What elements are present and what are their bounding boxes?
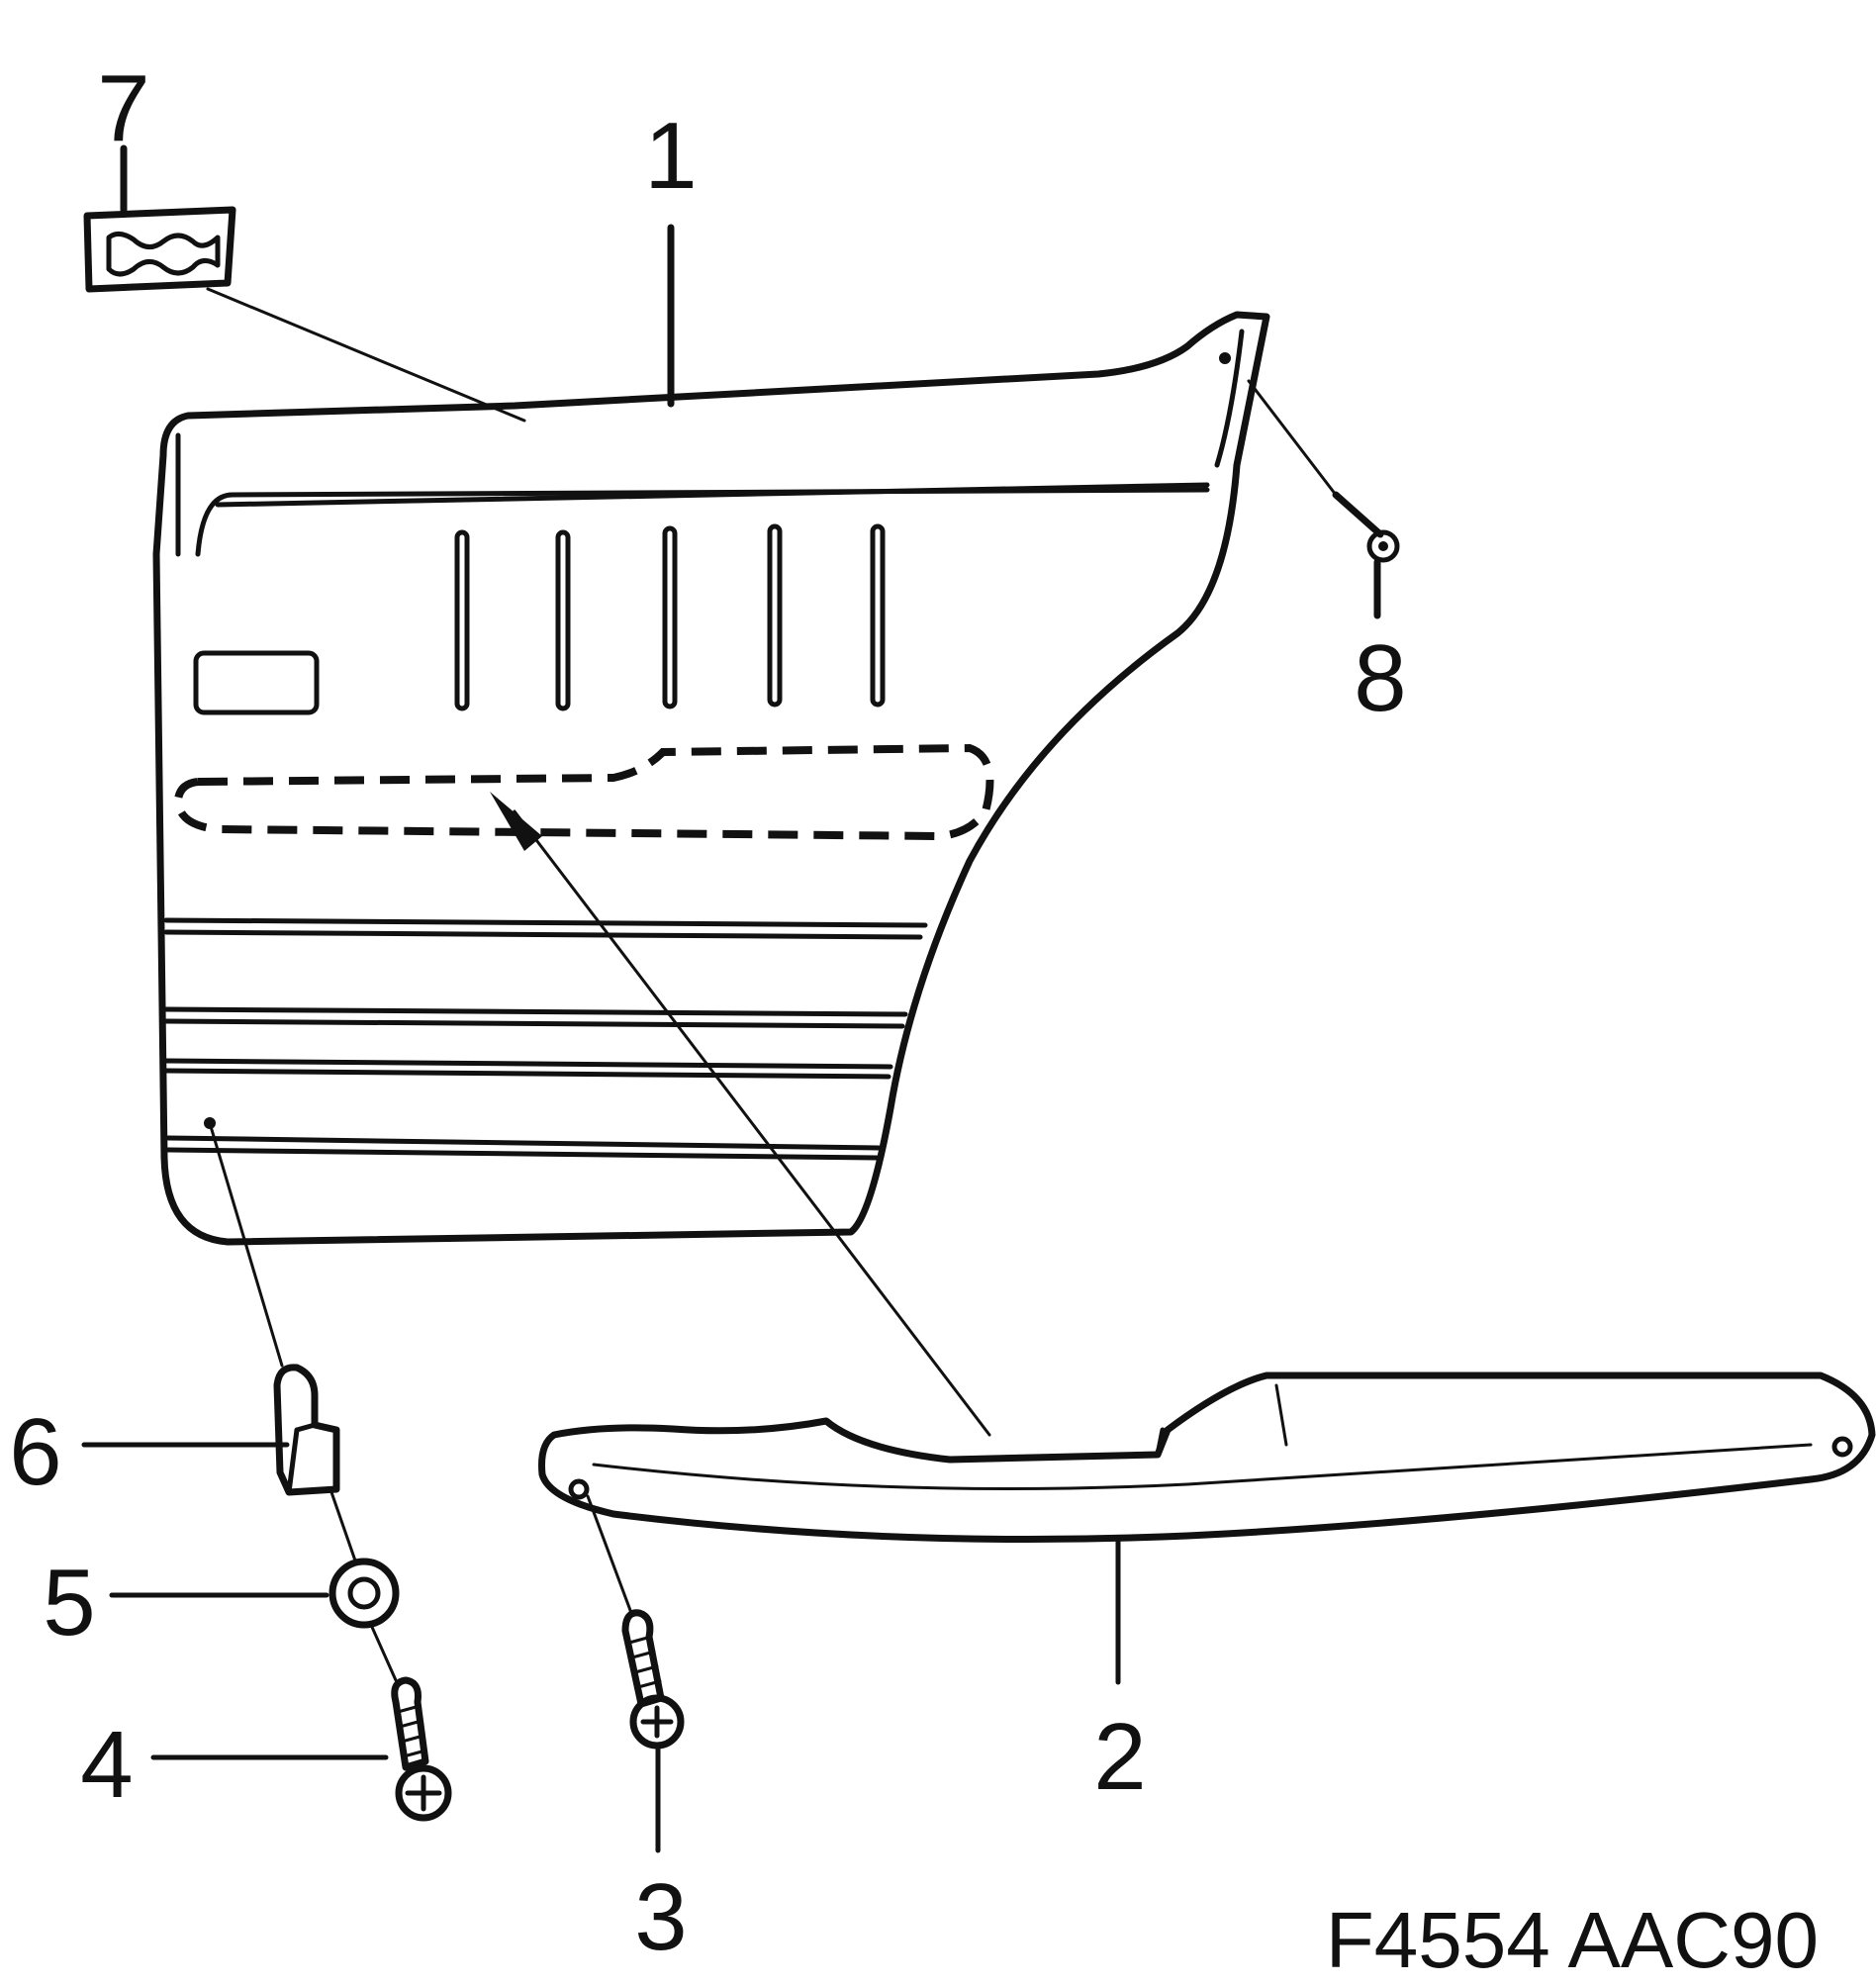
callout-4: 4 <box>80 1712 133 1818</box>
callout-3: 3 <box>634 1864 687 1970</box>
callout-1: 1 <box>644 103 697 209</box>
leader-lines <box>81 144 1381 1853</box>
screw-part-4 <box>391 1676 452 1822</box>
grommet-part-5 <box>328 1558 400 1629</box>
callout-8: 8 <box>1354 625 1406 731</box>
clip-part-6 <box>273 1364 340 1496</box>
callout-5: 5 <box>43 1550 95 1656</box>
callout-7: 7 <box>97 55 149 161</box>
callout-2: 2 <box>1093 1704 1146 1810</box>
arrowhead <box>490 792 542 851</box>
screw-part-3 <box>621 1609 685 1750</box>
callout-6: 6 <box>9 1399 61 1505</box>
screw-part-8 <box>1332 491 1400 563</box>
figure-code: F4554 AAC90 <box>1326 1896 1819 1984</box>
armrest <box>538 1372 1876 1544</box>
door-panel <box>152 311 1270 1246</box>
clip-part-7 <box>83 206 236 293</box>
